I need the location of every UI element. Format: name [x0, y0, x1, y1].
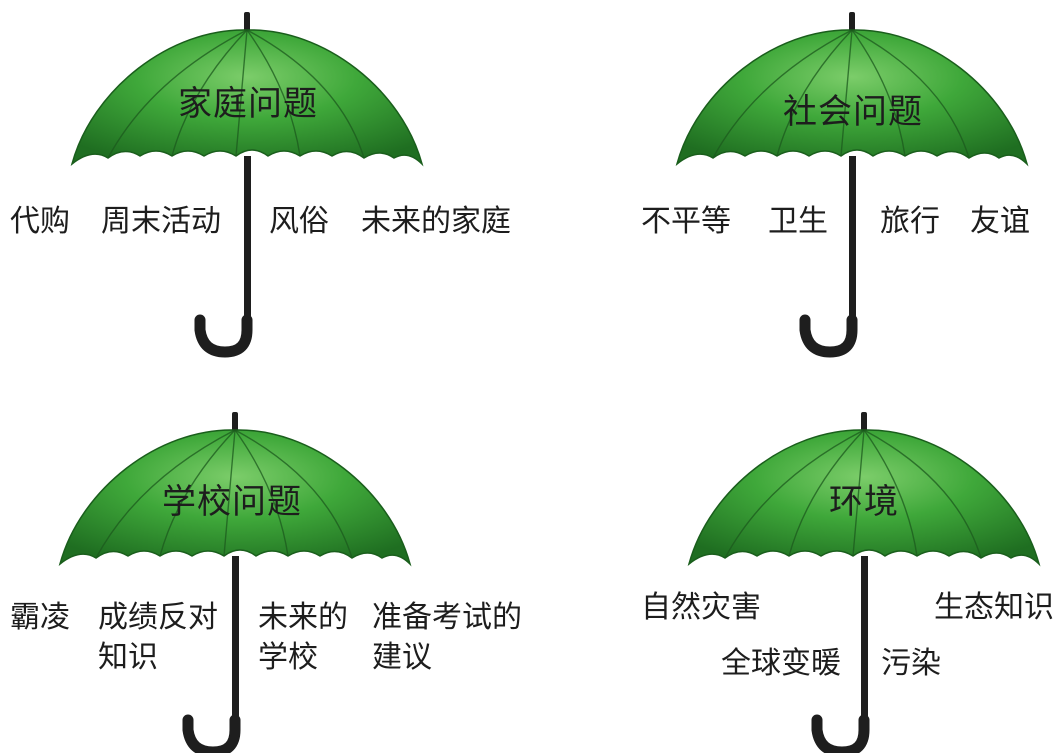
topic-label: 学校 — [258, 640, 318, 675]
topic-label: 建议 — [372, 640, 432, 675]
umbrella-title: 社会问题 — [783, 92, 923, 132]
topic-label: 成绩反对 — [98, 600, 218, 635]
topic-label: 准备考试的 — [372, 600, 522, 635]
topic-label: 旅行 — [880, 204, 940, 239]
umbrella-icon — [0, 0, 531, 376]
umbrella-title: 学校问题 — [162, 482, 302, 522]
umbrella-title: 家庭问题 — [178, 84, 318, 124]
umbrella-icon — [531, 0, 1062, 376]
topic-label: 卫生 — [768, 204, 828, 239]
umbrella-environment: 环境 自然灾害 生态知识 全球变暖 污染 — [531, 376, 1062, 752]
topic-label: 风俗 — [269, 204, 329, 239]
topic-label: 生态知识 — [934, 590, 1054, 625]
topic-label: 未来的家庭 — [361, 204, 511, 239]
topic-label: 霸凌 — [10, 600, 70, 635]
umbrella-title: 环境 — [829, 482, 899, 522]
topic-label: 自然灾害 — [641, 590, 761, 625]
umbrella-school: 学校问题 霸凌 成绩反对 知识 未来的 学校 准备考试的 建议 — [0, 376, 531, 752]
topic-label: 周末活动 — [101, 204, 221, 239]
topic-label: 知识 — [98, 640, 158, 675]
topic-label: 友谊 — [970, 204, 1030, 239]
umbrella-icon — [0, 376, 531, 752]
topic-label: 污染 — [881, 646, 941, 681]
topic-label: 全球变暖 — [721, 646, 841, 681]
umbrella-social: 社会问题 不平等 卫生 旅行 友谊 — [531, 0, 1062, 376]
topic-label: 不平等 — [641, 204, 731, 239]
topic-label: 代购 — [10, 204, 70, 239]
topic-label: 未来的 — [258, 600, 348, 635]
umbrella-icon — [531, 376, 1062, 752]
umbrella-family: 家庭问题 代购 周末活动 风俗 未来的家庭 — [0, 0, 531, 376]
